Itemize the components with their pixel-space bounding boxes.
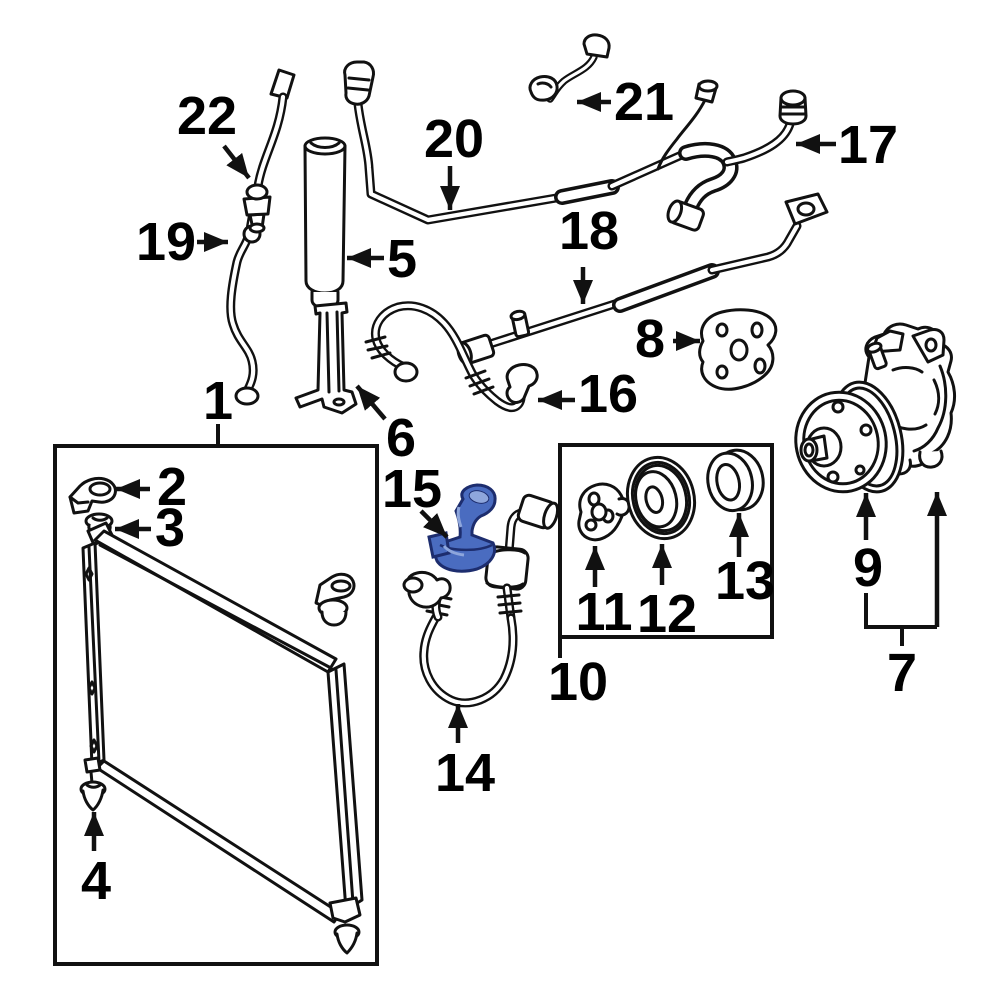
- part-6-bracket: [294, 301, 358, 415]
- callout-number-20: 20: [424, 109, 484, 169]
- callout-number-9: 9: [853, 538, 883, 598]
- part-16-discharge-hose: [364, 301, 539, 413]
- callout-number-10: 10: [548, 652, 608, 712]
- callout-number-14: 14: [435, 743, 495, 803]
- callout-number-19: 19: [136, 212, 196, 272]
- callout-number-13: 13: [715, 551, 775, 611]
- callout-number-21: 21: [614, 72, 674, 132]
- part-11-clutch-hub: [577, 482, 631, 542]
- callout-number-3: 3: [155, 498, 185, 558]
- callout-number-8: 8: [635, 309, 665, 369]
- callout-number-2: 2: [157, 457, 187, 517]
- part-14-discharge-hose-assembly: [402, 493, 560, 708]
- part-15-suction-hose-highlighted: [427, 483, 497, 573]
- callout-arrow-15: [419, 509, 449, 539]
- part-22-pressure-switch: [242, 183, 272, 234]
- callout-number-6: 6: [386, 408, 416, 468]
- condenser-side-grommet: [317, 598, 349, 627]
- part-7-compressor: [794, 322, 957, 494]
- callout-arrow-6: [355, 384, 387, 421]
- callout-number-22: 22: [177, 86, 237, 146]
- part-18-suction-pipe: [456, 192, 829, 366]
- part-12-pulley: [625, 455, 697, 541]
- callout-number-11: 11: [575, 582, 632, 642]
- part-4-drain-plug: [79, 756, 107, 812]
- callout-number-4: 4: [81, 851, 111, 911]
- callout-number-16: 16: [578, 364, 638, 424]
- callout-number-12: 12: [637, 584, 697, 644]
- condenser-foot-plug: [328, 896, 362, 955]
- part-2-mount-bracket: [68, 476, 117, 515]
- part-1-condenser: [81, 521, 364, 924]
- condenser-side-clip: [314, 572, 356, 609]
- callout-number-1: 1: [203, 371, 233, 431]
- callout-number-17: 17: [838, 115, 898, 175]
- part-8-gasket-plate: [698, 308, 778, 391]
- part-21-harness: [528, 33, 611, 103]
- callout-number-18: 18: [559, 201, 619, 261]
- part-13-field-coil: [706, 448, 765, 513]
- group-box-10: [558, 443, 774, 639]
- part-20-liquid-pipe: [343, 60, 691, 225]
- callout-number-7: 7: [887, 643, 917, 703]
- callout-number-5: 5: [387, 229, 417, 289]
- part-5-receiver-drier: [303, 136, 347, 310]
- callout-number-15: 15: [382, 459, 442, 519]
- callout-arrow-22: [222, 144, 251, 180]
- leader-line-7: [864, 593, 937, 629]
- part-19-liquid-pipe: [226, 68, 296, 406]
- part-17-pipe: [656, 79, 808, 232]
